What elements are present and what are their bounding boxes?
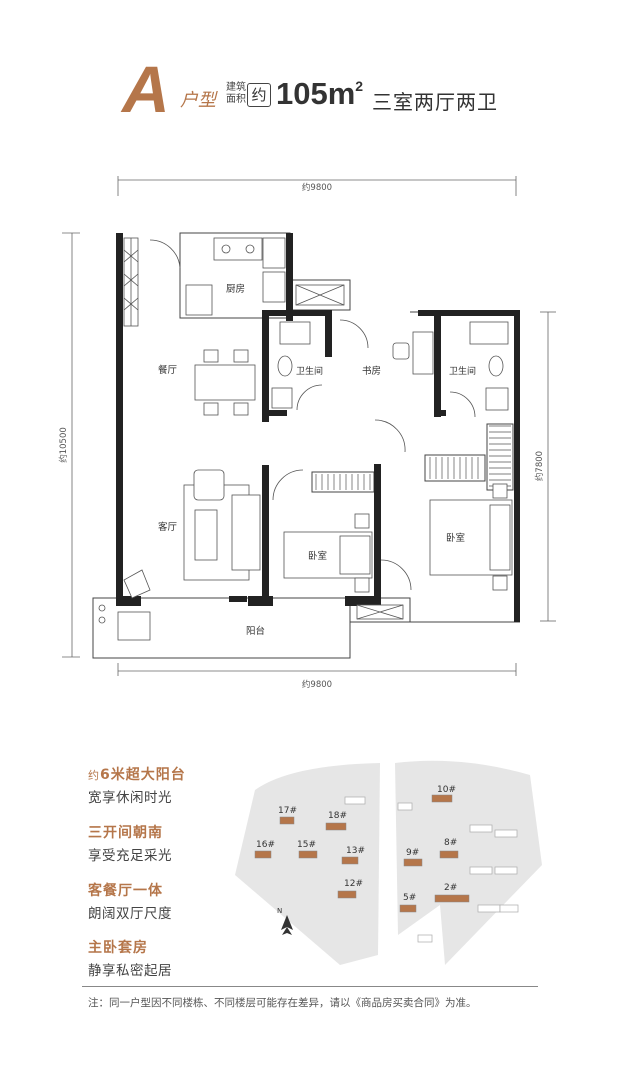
dining-table (194, 349, 256, 416)
divider (82, 986, 538, 987)
feature-desc-4: 静享私密起居 (88, 963, 172, 979)
area-unit-sup: 2 (355, 78, 364, 94)
room-label-balcony: 阳台 (246, 625, 265, 637)
feature-title-3: 客餐厅一体 (88, 883, 163, 899)
building-label-17: 17# (278, 806, 297, 816)
feature-title-1: 约6米超大阳台 (88, 764, 186, 784)
left-window (123, 237, 139, 327)
feature-title-text-1: 6米超大阳台 (100, 767, 186, 783)
room-label-kitchen: 厨房 (226, 283, 245, 295)
building-label-13: 13# (346, 846, 365, 856)
dim-top-width: 约9800 (302, 182, 332, 193)
building-label-12: 12# (344, 879, 363, 889)
room-label-dining: 餐厅 (158, 364, 178, 376)
feature-prefix-1: 约 (88, 769, 100, 782)
bath-left-fixtures (271, 321, 323, 411)
building-label-18: 18# (328, 811, 347, 821)
area-label-line1: 建筑 (226, 82, 246, 93)
structural-walls (116, 233, 520, 622)
building-label-9: 9# (406, 848, 419, 858)
building-label-15: 15# (297, 840, 316, 850)
feature-title-2: 三开间朝南 (88, 825, 163, 841)
bedroom-master-furniture (380, 483, 513, 591)
room-label-bath-right: 卫生间 (449, 365, 476, 377)
floor-plan: 约9800 约9800 约10500 约7800 (58, 176, 556, 690)
room-label-bath-left: 卫生间 (296, 365, 323, 377)
site-plan: 10# 17# 18# 16# 15# 13# 9# 8# 12# 5# 2# … (235, 760, 542, 965)
unit-type-label: 户型 (180, 90, 216, 111)
area-label-line2: 面积 (226, 94, 246, 105)
bedroom-small-furniture (283, 513, 373, 593)
building-label-2: 2# (444, 883, 457, 893)
building-label-5: 5# (403, 893, 416, 903)
building-label-16: 16# (256, 840, 275, 850)
site-plan-block-right (395, 760, 542, 965)
room-label-bedroom-small: 卧室 (308, 550, 327, 562)
room-label-study: 书房 (362, 365, 381, 377)
site-plan-other-buildings (344, 796, 519, 943)
approx-badge: 约 (247, 83, 271, 107)
building-label-10: 10# (437, 785, 456, 795)
feature-desc-2: 享受充足采光 (88, 848, 172, 864)
site-plan-block-left (235, 763, 380, 965)
area-value: 105m2 (276, 76, 363, 112)
study-furniture (339, 319, 434, 453)
compass-north-label: N (277, 907, 282, 915)
feature-title-4: 主卧套房 (88, 940, 148, 956)
balcony-fixtures (98, 284, 404, 641)
dimension-lines (62, 176, 556, 676)
building-label-8: 8# (444, 838, 457, 848)
kitchen-fixtures (149, 237, 286, 316)
site-plan-labels: 10# 17# 18# 16# 15# 13# 9# 8# 12# 5# 2# (256, 785, 457, 903)
wardrobes (315, 425, 511, 490)
area-number: 105m (276, 76, 356, 111)
room-config: 三室两厅两卫 (372, 90, 498, 114)
disclaimer-note: 注：同一户型因不同楼栋、不同楼层可能存在差异，请以《商品房买卖合同》为准。 (88, 997, 477, 1009)
compass-icon: N (277, 907, 293, 935)
feature-desc-1: 宽享休闲时光 (88, 790, 172, 806)
room-label-bedroom-master: 卧室 (446, 532, 465, 544)
room-label-living: 客厅 (158, 521, 178, 533)
site-plan-highlighted-buildings (254, 794, 470, 913)
bath-right-fixtures (449, 321, 509, 418)
dim-right-depth: 约7800 (534, 451, 545, 481)
feature-desc-3: 朗阔双厅尺度 (88, 906, 172, 922)
area-label: 建筑 面积 (226, 82, 250, 106)
dim-bottom-width: 约9800 (302, 679, 332, 690)
living-furniture (123, 469, 304, 599)
dim-left-depth: 约10500 (58, 427, 69, 463)
unit-type-letter: A (122, 52, 170, 126)
